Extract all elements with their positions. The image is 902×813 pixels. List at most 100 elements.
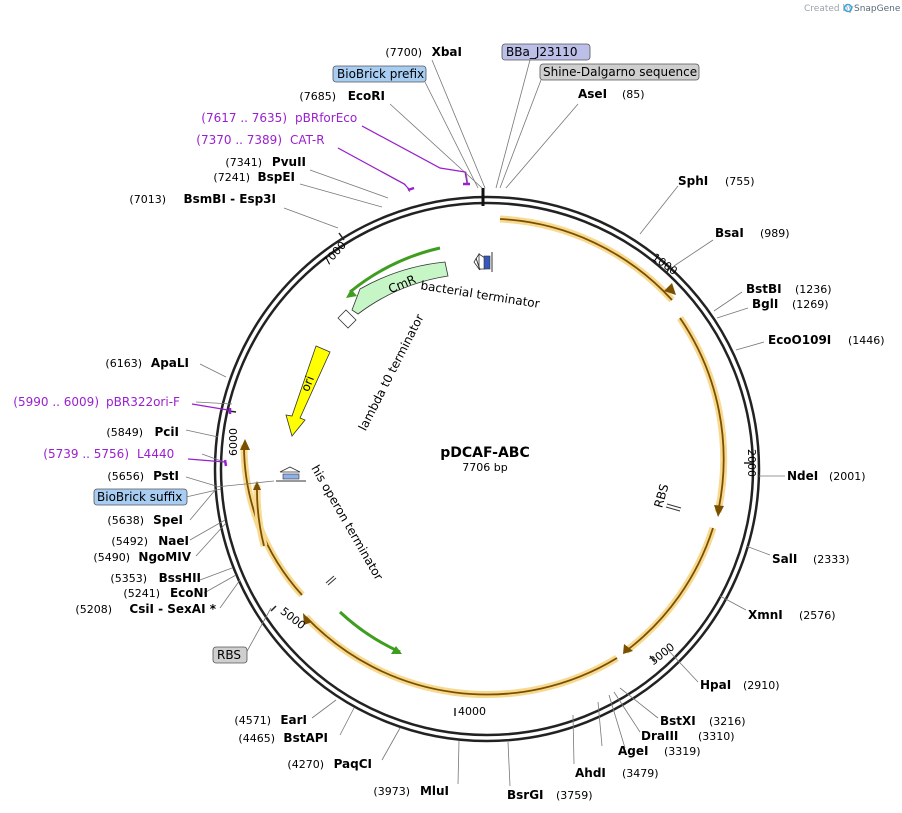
feature-box-label: BBa_J23110 [506, 45, 578, 59]
site-position: (3973) [373, 785, 410, 798]
lambda-t0-terminator-label: lambda t0 terminator [356, 312, 427, 433]
site-label: HpaI [700, 678, 731, 692]
tick-label-5000: 5000 [278, 605, 308, 632]
inner-rbs-label: RBS [651, 482, 671, 509]
bacterial-terminator-label: bacterial terminator [420, 278, 541, 311]
site-label: BsaI [715, 226, 744, 240]
site-position: (1236) [795, 283, 832, 296]
primer-pbr322ori-f-name: pBR322ori-F [106, 395, 180, 409]
tick-label-4000: 4000 [458, 705, 486, 718]
site-label: BstXI [660, 714, 696, 728]
site-label: BsmBI - Esp3I [184, 192, 276, 206]
ori-feature: ori [285, 345, 331, 437]
ori-label: ori [298, 374, 317, 394]
site-label: CsiI - SexAI * [129, 602, 216, 616]
site-position: (3319) [664, 745, 701, 758]
site-label: PvuII [272, 155, 306, 169]
credit-brand: SnapGene [854, 4, 901, 14]
site-position: (5656) [107, 470, 144, 483]
site-label: AseI [578, 87, 607, 101]
site-label: PciI [155, 425, 180, 439]
site-label: NgoMIV [138, 550, 191, 564]
shine-dalgarno-box: Shine-Dalgarno sequence [539, 63, 700, 81]
biobrick-prefix-box: BioBrick prefix [332, 65, 427, 83]
primer-cat-r-name: CAT-R [290, 133, 325, 147]
backbone-outer-ring [213, 195, 761, 743]
site-position: (7013) [129, 193, 166, 206]
site-position: (3310) [698, 730, 735, 743]
site-position: (85) [622, 88, 645, 101]
primer-pbrforeco-name: pBRforEco [295, 111, 357, 125]
site-position: (7241) [213, 171, 250, 184]
site-label: BssHII [159, 571, 201, 585]
site-position: (3759) [556, 789, 593, 802]
site-position: (5208) [75, 603, 112, 616]
site-label: SalI [772, 552, 797, 566]
site-position: (4465) [238, 732, 275, 745]
site-label: MluI [420, 784, 449, 798]
site-position: (4571) [234, 714, 271, 727]
site-position: (3479) [622, 767, 659, 780]
tick-label-6000: 6000 [227, 428, 240, 456]
site-label: PstI [153, 469, 179, 483]
feature-box-label: BioBrick suffix [97, 490, 182, 504]
site-position: (7341) [225, 156, 262, 169]
site-label: BspEI [257, 170, 295, 184]
site-label: EcoO109I [768, 333, 831, 347]
site-label: DraIII [641, 729, 678, 743]
tick-label-3000: 3000 [647, 640, 677, 667]
site-label: BglI [752, 297, 778, 311]
site-position: (5849) [106, 426, 143, 439]
site-label: EarI [280, 713, 307, 727]
left-site-labels: (7700) XbaI (7685) EcoRI (7341) PvuII (7… [75, 45, 462, 798]
site-position: (2910) [743, 679, 780, 692]
backbone-inner-ring [219, 201, 755, 737]
cmr-feature: CmR [338, 246, 449, 654]
site-label: AgeI [618, 744, 648, 758]
site-label: BstAPI [283, 731, 328, 745]
primer-l4440-range: (5739 .. 5756) [43, 447, 129, 461]
orf-arcs [240, 215, 728, 698]
site-label: NdeI [787, 469, 818, 483]
site-position: (1269) [792, 298, 829, 311]
site-position: (5353) [110, 572, 147, 585]
scale-ticks: 1000 2000 3000 4000 5000 6000 7000 [227, 232, 758, 718]
site-position: (5241) [123, 587, 160, 600]
site-position: (3216) [709, 715, 746, 728]
site-label: NaeI [158, 534, 189, 548]
primer-pbrforeco-range: (7617 .. 7635) [201, 111, 287, 125]
snapgene-logo-icon [843, 3, 853, 13]
plasmid-name: pDCAF-ABC [440, 445, 529, 461]
feature-box-label: BioBrick prefix [337, 67, 424, 81]
his-operon-terminator-label: his operon terminator [308, 463, 385, 583]
site-position: (5490) [93, 551, 130, 564]
feature-box-label: RBS [217, 648, 241, 662]
site-label: BstBI [746, 282, 782, 296]
site-position: (989) [760, 227, 790, 240]
site-position: (4270) [287, 758, 324, 771]
primer-pbr322ori-f-range: (5990 .. 6009) [13, 395, 99, 409]
right-site-labels: AseI (85) SphI (755) BsaI (989) BstBI (1… [507, 87, 885, 802]
leader-lines [185, 59, 785, 787]
site-position: (2333) [813, 553, 850, 566]
site-position: (2576) [799, 609, 836, 622]
site-label: SpeI [153, 513, 183, 527]
site-label: BsrGI [507, 788, 544, 802]
bba-j23110-box: BBa_J23110 [501, 43, 591, 61]
site-label: EcoRI [348, 89, 385, 103]
site-label: XbaI [432, 45, 462, 59]
site-position: (1446) [848, 334, 885, 347]
site-label: ApaLI [151, 356, 189, 370]
site-position: (5492) [111, 535, 148, 548]
biobrick-suffix-box: BioBrick suffix [93, 488, 188, 506]
site-label: EcoNI [170, 586, 208, 600]
primer-cat-r-range: (7370 .. 7389) [196, 133, 282, 147]
site-position: (6163) [105, 357, 142, 370]
primer-l4440-name: L4440 [137, 447, 174, 461]
primer-marks [187, 125, 470, 467]
site-label: PaqCI [334, 757, 372, 771]
site-position: (2001) [829, 470, 866, 483]
site-label: AhdI [575, 766, 606, 780]
terminator-icon [276, 188, 682, 586]
